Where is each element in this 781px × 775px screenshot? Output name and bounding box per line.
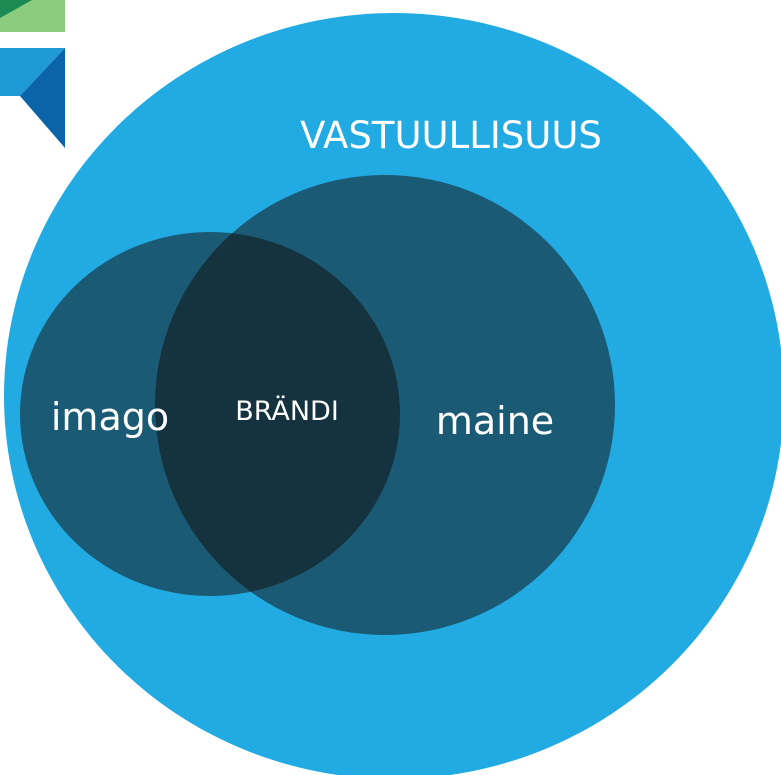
logo-green-cut bbox=[0, 0, 32, 18]
logo-blue-dark-shape bbox=[20, 48, 65, 148]
logo-icon bbox=[0, 0, 65, 148]
right-label: maine bbox=[436, 399, 554, 443]
left-label: imago bbox=[51, 395, 169, 439]
overlap-region bbox=[155, 232, 400, 596]
center-label: BRÄNDI bbox=[235, 395, 339, 427]
logo-blue-light-shape bbox=[0, 48, 65, 96]
outer-label: VASTUULLISUUS bbox=[300, 114, 602, 157]
